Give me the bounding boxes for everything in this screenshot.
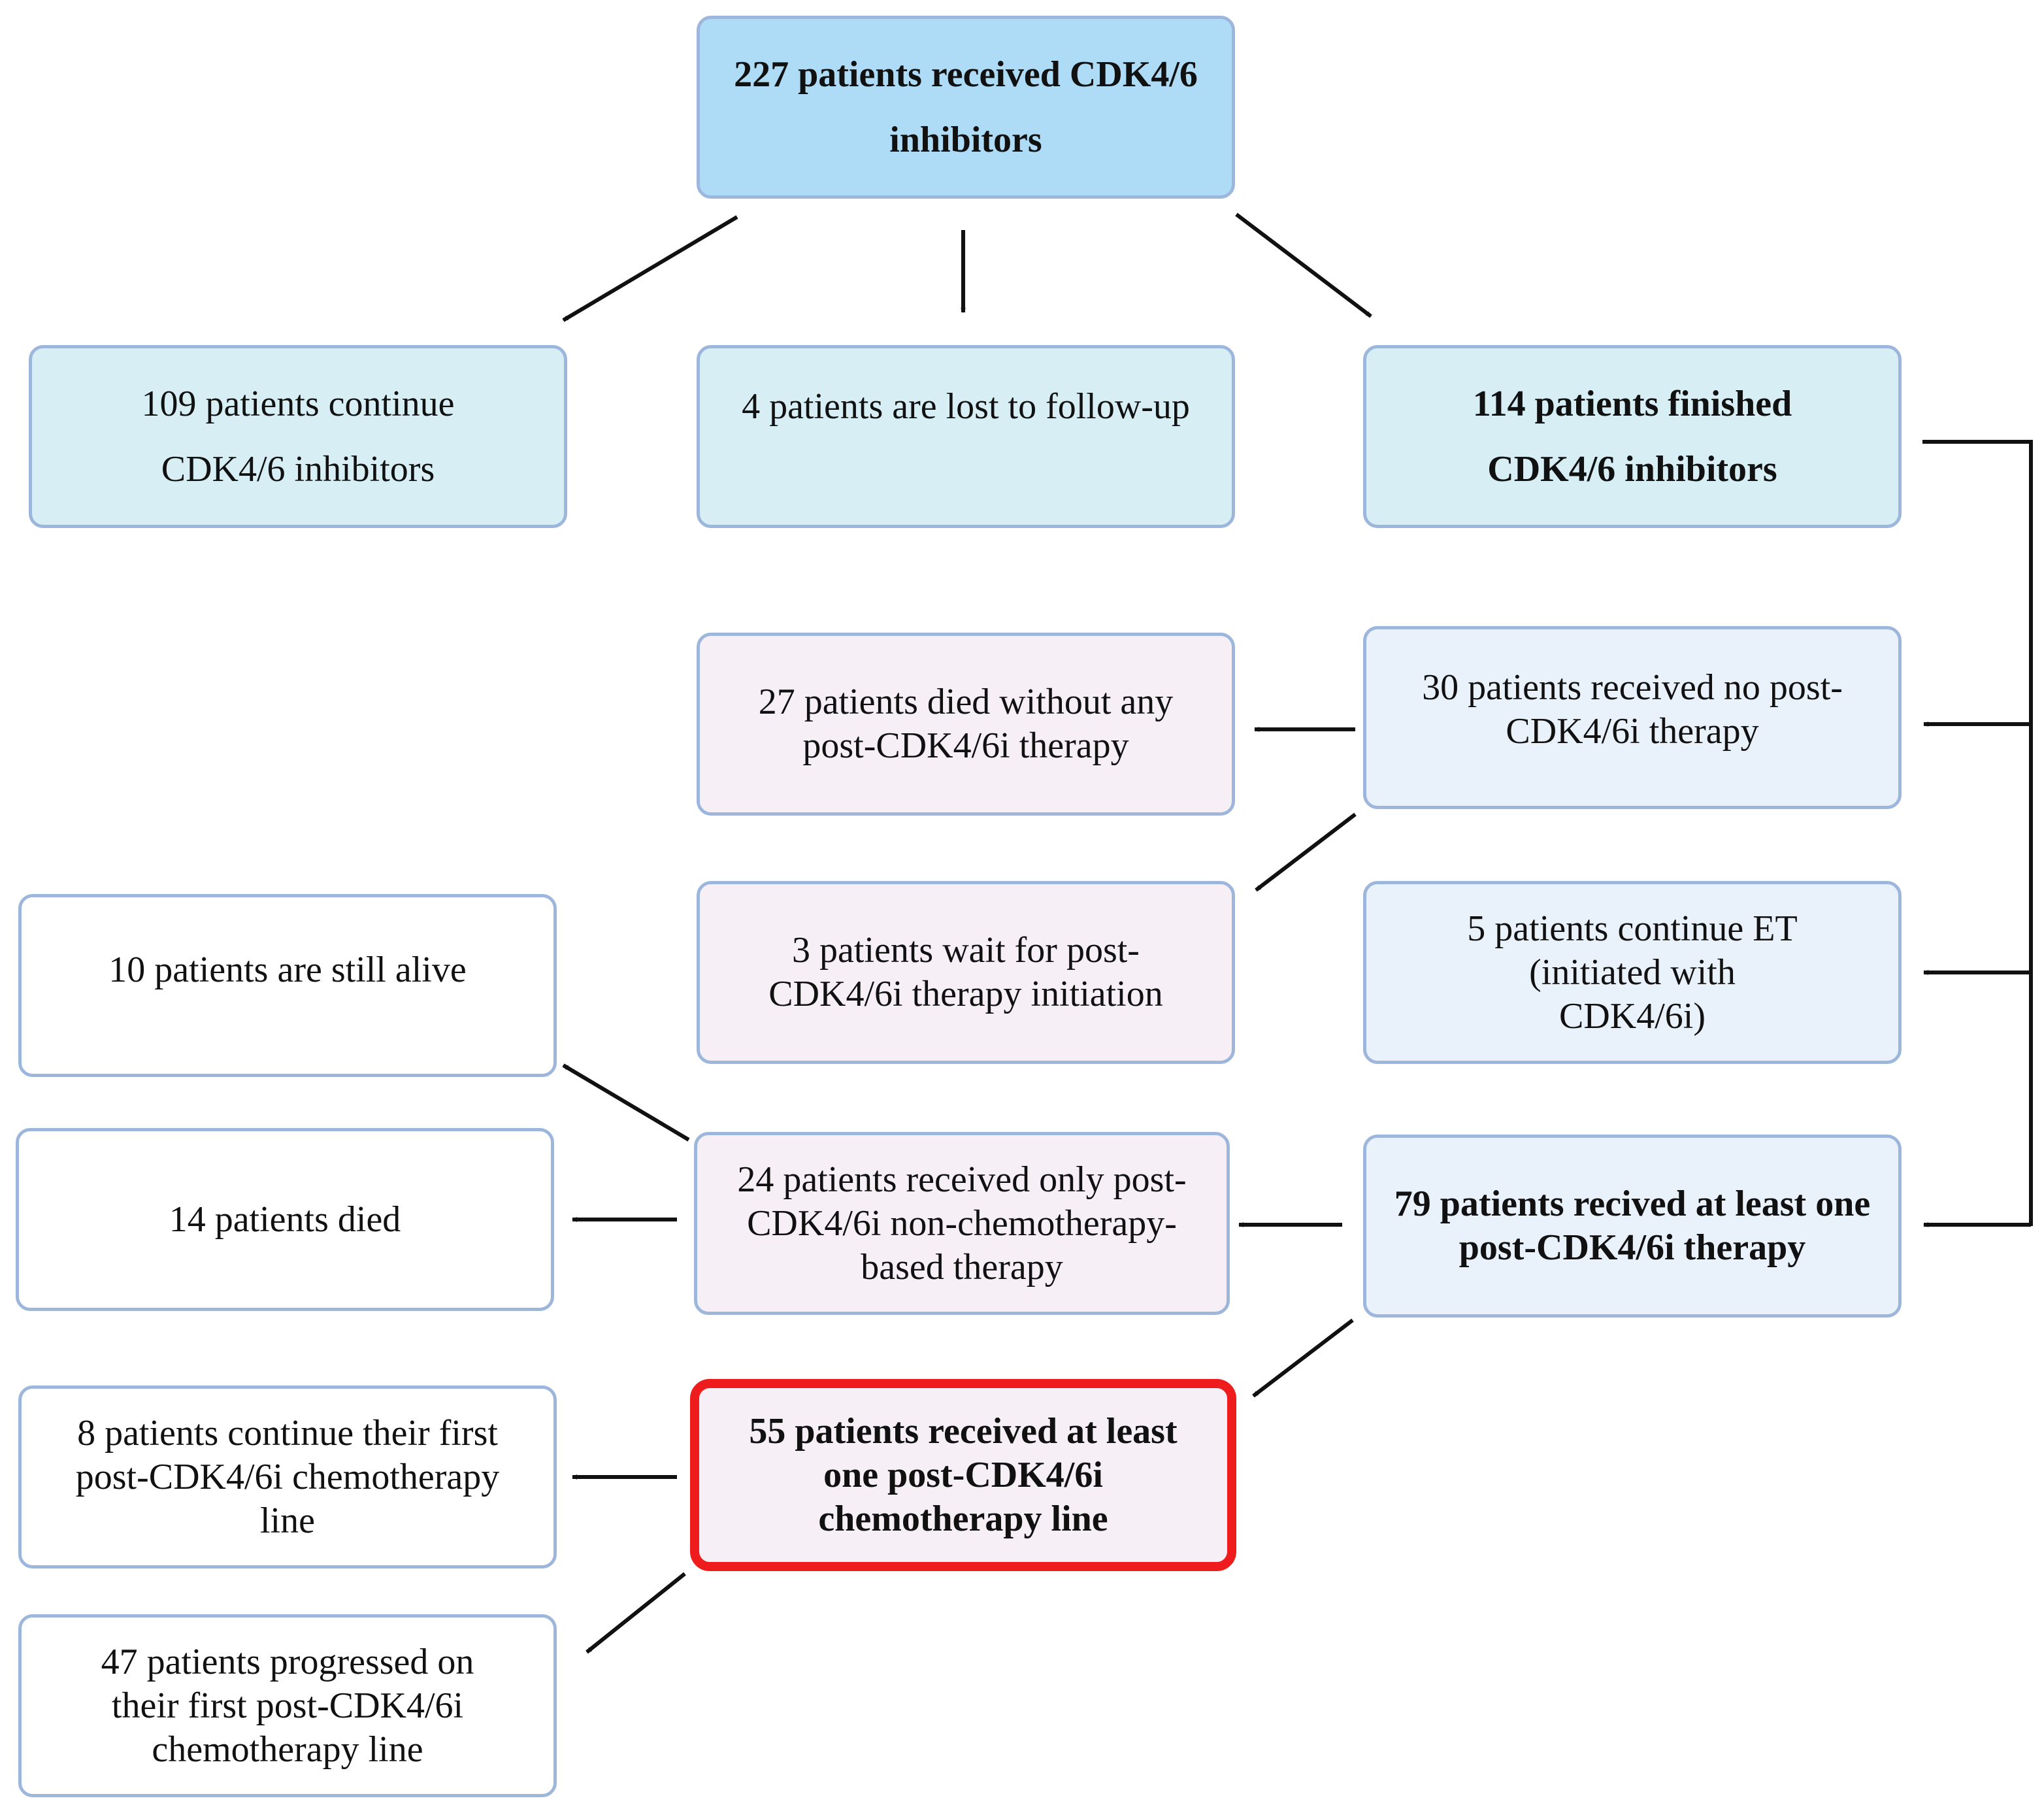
box-continue-first-chemo-text: 8 patients continue their first post-CDK… <box>75 1412 500 1541</box>
box-died-no-therapy: 27 patients died without any post-CDK4/6… <box>697 633 1235 816</box>
box-no-post-therapy: 30 patients received no post-CDK4/6i the… <box>1363 626 1902 809</box>
box-wait-initiation: 3 patients wait for post-CDK4/6i therapy… <box>697 881 1235 1064</box>
box-total-patients-text: 227 patients received CDK4/6 inhibitors <box>734 54 1198 160</box>
arrow-at-least-one-to-chemo <box>1252 1318 1354 1398</box>
box-still-alive: 10 patients are still alive <box>18 894 557 1077</box>
bracket-finished <box>1922 440 2033 1226</box>
box-continue-cdk-text: 109 patients continue CDK4/6 inhibitors <box>141 384 455 490</box>
arrow-total-to-continue <box>562 215 738 322</box>
arrow-chemo-to-progressed <box>585 1572 686 1654</box>
box-finished-cdk: 114 patients finished CDK4/6 inhibitors <box>1363 345 1902 528</box>
box-chemo-line-highlighted: 55 patients received at least one post-C… <box>690 1379 1236 1571</box>
box-continue-first-chemo: 8 patients continue their first post-CDK… <box>18 1386 557 1568</box>
arrow-no-post-to-wait <box>1255 812 1357 892</box>
arrow-non-chemo-to-alive <box>562 1063 690 1142</box>
box-continue-et: 5 patients continue ET (initiated with C… <box>1363 881 1902 1064</box>
box-still-alive-text: 10 patients are still alive <box>108 950 467 990</box>
box-non-chemo-text: 24 patients received only post-CDK4/6i n… <box>737 1159 1187 1287</box>
box-lost-followup: 4 patients are lost to follow-up <box>697 345 1235 528</box>
box-total-patients: 227 patients received CDK4/6 inhibitors <box>697 16 1235 199</box>
box-lost-followup-text: 4 patients are lost to follow-up <box>742 386 1190 427</box>
box-chemo-line-text: 55 patients received at least one post-C… <box>749 1410 1178 1539</box>
box-no-post-therapy-text: 30 patients received no post-CDK4/6i the… <box>1422 667 1843 752</box>
arrow-total-to-finished <box>1235 212 1372 318</box>
box-progressed: 47 patients progressed on their first po… <box>18 1614 557 1797</box>
box-died-no-therapy-text: 27 patients died without any post-CDK4/6… <box>758 682 1174 766</box>
box-at-least-one: 79 patients recived at least one post-CD… <box>1363 1135 1902 1318</box>
box-continue-et-text: 5 patients continue ET (initiated with C… <box>1467 908 1798 1037</box>
box-continue-cdk: 109 patients continue CDK4/6 inhibitors <box>29 345 567 528</box>
box-progressed-text: 47 patients progressed on their first po… <box>101 1641 474 1770</box>
box-died-14: 14 patients died <box>16 1128 554 1311</box>
box-non-chemo: 24 patients received only post-CDK4/6i n… <box>694 1132 1230 1315</box>
box-died-14-text: 14 patients died <box>169 1199 401 1240</box>
box-at-least-one-text: 79 patients recived at least one post-CD… <box>1394 1184 1871 1268</box>
box-wait-initiation-text: 3 patients wait for post-CDK4/6i therapy… <box>768 930 1163 1014</box>
box-finished-cdk-text: 114 patients finished CDK4/6 inhibitors <box>1472 384 1792 490</box>
